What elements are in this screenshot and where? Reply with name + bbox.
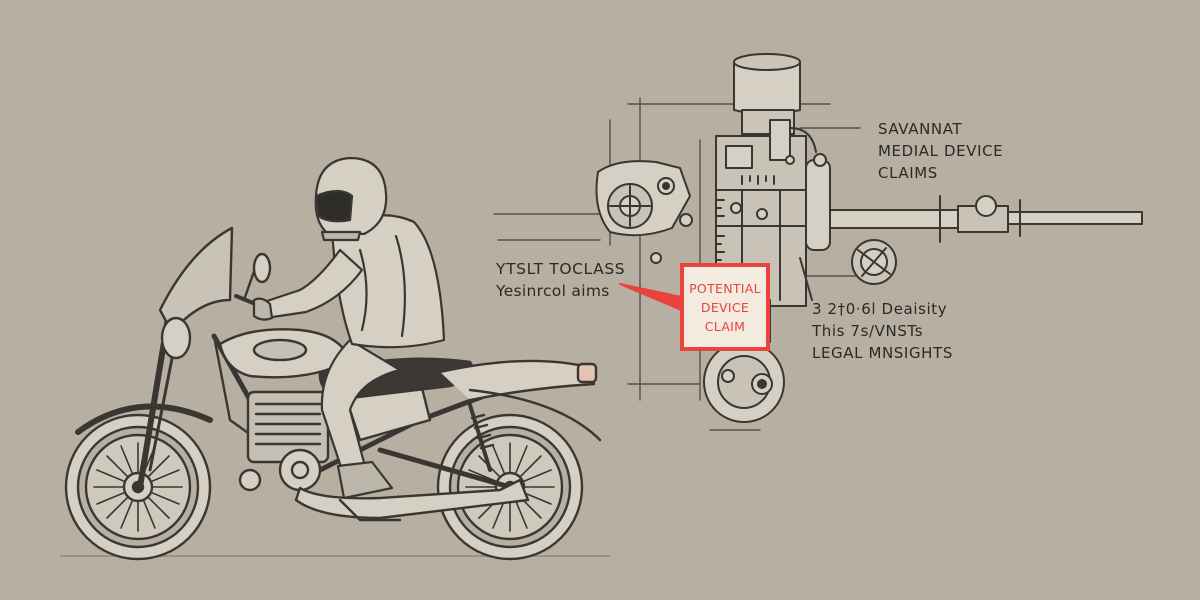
potential-device-claim-callout: POTENTIAL DEVICE CLAIM — [680, 263, 770, 351]
label-line: 3 2†0·6l Deaisity — [812, 300, 948, 318]
label-line: YTSLT TOCLASS — [496, 260, 626, 278]
callout-line: CLAIM — [704, 318, 746, 334]
callout-pointer — [619, 283, 687, 313]
label-line: MEDIAL DEVICE — [878, 142, 1004, 160]
motorcycle-icon — [64, 226, 602, 561]
rider-icon — [252, 214, 446, 500]
label-line: This 7s/VNSTs — [812, 322, 924, 340]
legal-insights-label: 3 2†0·6l Deaisity This 7s/VNSTs LEGAL MN… — [812, 298, 953, 364]
mechanical-device-icon — [493, 53, 1143, 431]
label-line: SAVANNAT — [878, 120, 963, 138]
label-line: Yesinrcol aims — [496, 282, 610, 300]
left-label: YTSLT TOCLASS Yesinrcol aims — [496, 258, 625, 302]
label-line: CLAIMS — [878, 164, 938, 182]
savannat-label: SAVANNAT MEDIAL DEVICE CLAIMS — [878, 118, 1003, 184]
callout-line: POTENTIAL — [689, 280, 761, 296]
helmet-icon — [314, 156, 388, 242]
engine — [238, 390, 330, 492]
left-gear — [595, 160, 691, 237]
callout-line: DEVICE — [700, 299, 750, 315]
label-line: LEGAL MNSIGHTS — [812, 344, 953, 362]
